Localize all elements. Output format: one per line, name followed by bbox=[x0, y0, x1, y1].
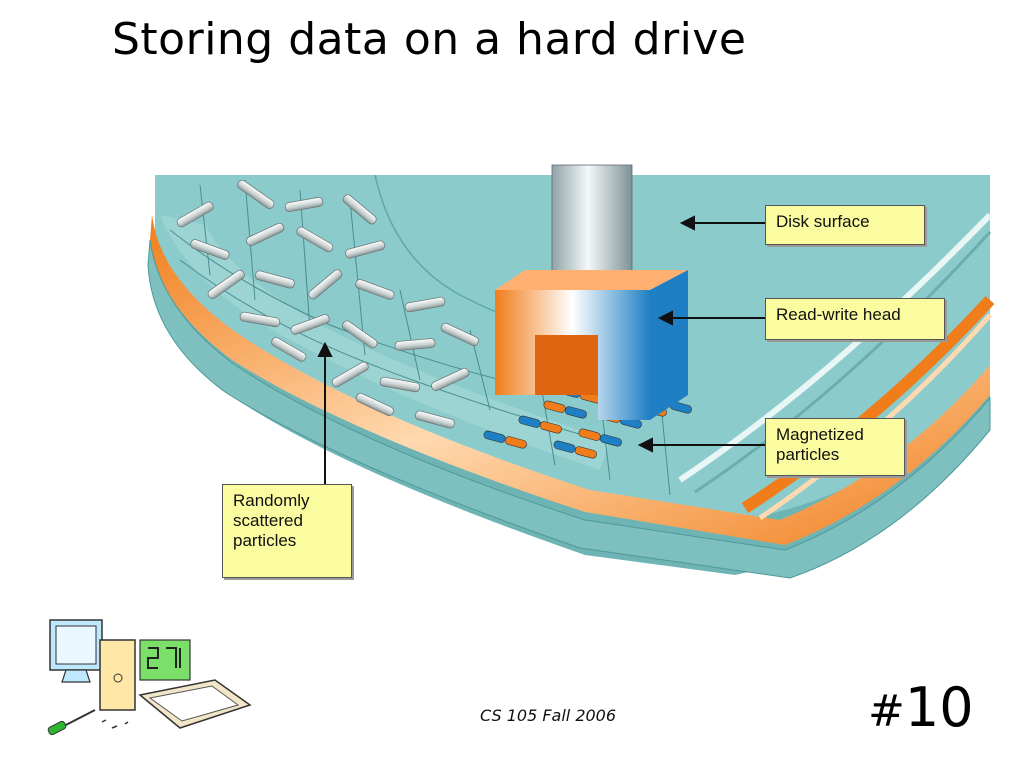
magnetized-particles-label: Magnetized particles bbox=[765, 418, 905, 476]
slide-number-value: 10 bbox=[904, 676, 974, 739]
platter-edge bbox=[152, 245, 990, 575]
slide-number-prefix: # bbox=[868, 686, 905, 737]
random-particles-label: Randomly scattered particles bbox=[222, 484, 352, 578]
computer-clipart-icon bbox=[47, 619, 252, 736]
random-particles bbox=[176, 179, 479, 429]
label-arrows bbox=[317, 215, 765, 484]
read-write-head bbox=[495, 270, 688, 420]
slide-title: Storing data on a hard drive bbox=[112, 14, 747, 65]
slide-number: #10 bbox=[868, 676, 974, 739]
disk-surface-label: Disk surface bbox=[765, 205, 925, 245]
slide-footer: CS 105 Fall 2006 bbox=[480, 706, 617, 725]
read-write-head-label: Read-write head bbox=[765, 298, 945, 340]
